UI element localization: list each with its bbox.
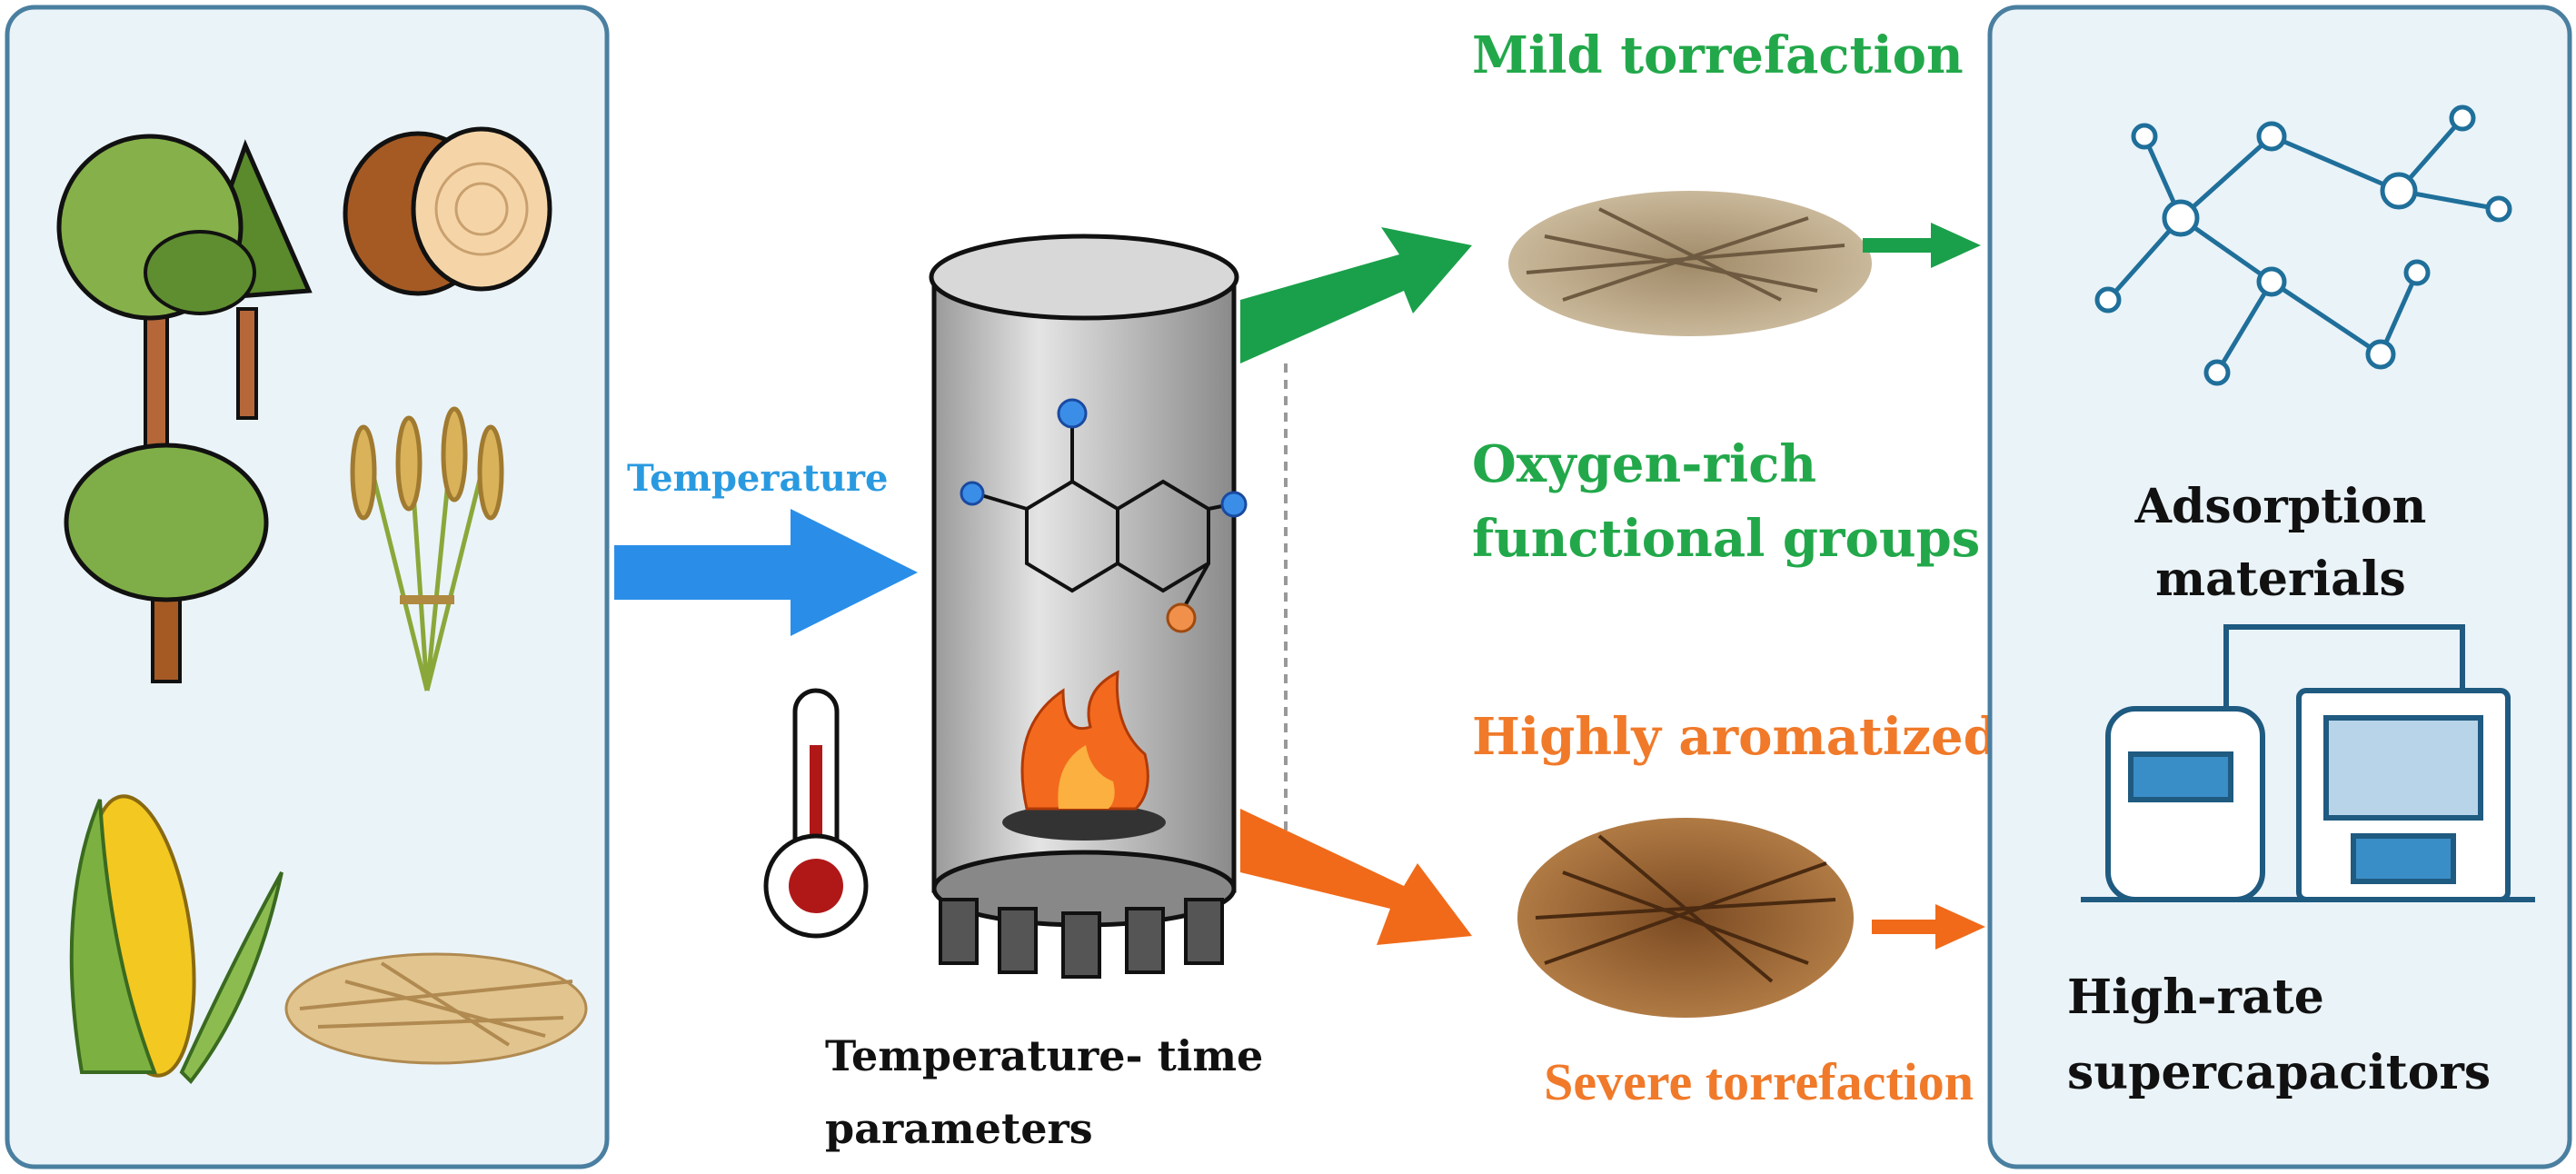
reactor-base (939, 898, 1224, 979)
adsorption-line1: Adsorption (2134, 479, 2427, 534)
mild-desc-line2: functional groups (1472, 509, 1980, 569)
mild-desc-line1: Oxygen-rich (1472, 434, 1816, 494)
reactor-caption-line1: Temperature- time (825, 1031, 1263, 1080)
applications-panel: Adsorption materials High-rate supercapa… (1987, 5, 2572, 1169)
severe-output-arrow (1872, 904, 1985, 950)
mild-arrow (1240, 227, 1472, 363)
network-icon (2094, 104, 2512, 386)
temperature-label: Temperature (627, 457, 888, 500)
straw-pile-icon (284, 952, 588, 1065)
mild-title: Mild torrefaction (1472, 25, 1964, 85)
reactor-caption-line2: parameters (825, 1104, 1093, 1153)
log-icon (343, 126, 552, 296)
thermometer-icon (763, 688, 869, 939)
flame-icon (1002, 670, 1166, 841)
trees-icon (56, 134, 313, 463)
dark-biochar-image (1517, 818, 1854, 1018)
biomass-panel (5, 5, 610, 1169)
severe-arrow (1240, 809, 1472, 945)
supercap-line2: supercapacitors (2067, 1045, 2491, 1100)
supercapacitor-device-icon (2081, 624, 2535, 902)
temperature-arrow: Temperature (614, 457, 918, 636)
severe-title: Severe torrefaction (1544, 1052, 1974, 1111)
molecule-icon (960, 398, 1248, 633)
severe-desc: Highly aromatized (1472, 707, 1999, 767)
wheat-icon (350, 406, 504, 691)
tree-icon (64, 443, 269, 683)
corn-icon (69, 794, 283, 1085)
adsorption-line2: materials (2155, 552, 2406, 607)
reactor (929, 234, 1248, 979)
supercap-line1: High-rate (2067, 970, 2324, 1025)
light-biochar-image (1508, 191, 1872, 336)
mild-output-arrow (1863, 223, 1981, 268)
